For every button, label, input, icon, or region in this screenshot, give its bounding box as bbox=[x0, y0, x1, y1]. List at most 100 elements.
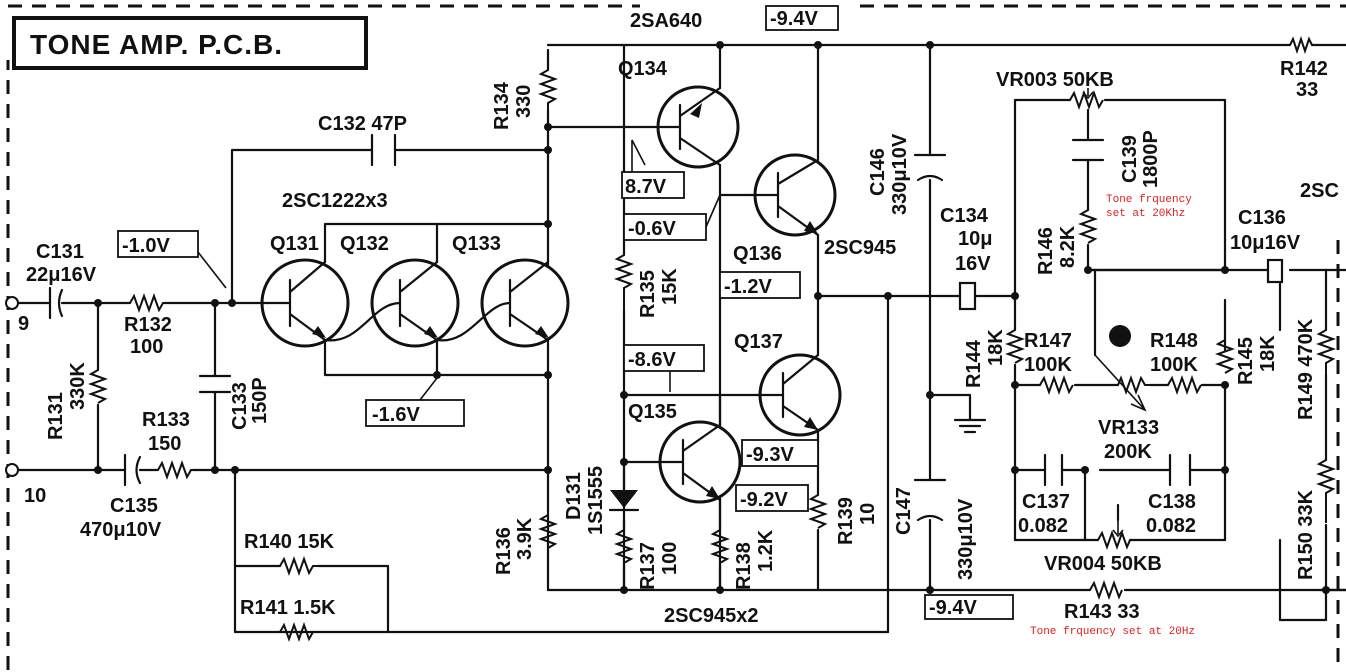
r141-symbol bbox=[279, 622, 318, 642]
r141-label: R141 1.5K bbox=[240, 597, 336, 619]
q135-label: Q135 bbox=[628, 401, 677, 423]
c132-symbol bbox=[370, 133, 397, 167]
vr004-label: VR004 50KB bbox=[1044, 553, 1162, 575]
r148-label: R148 bbox=[1150, 330, 1198, 352]
r146-value: 8.2K bbox=[1057, 225, 1079, 268]
d131-symbol bbox=[608, 468, 640, 512]
r134-symbol bbox=[538, 69, 558, 110]
r134-value: 330 bbox=[513, 85, 535, 118]
r133-symbol bbox=[157, 460, 193, 480]
r148-value: 100K bbox=[1150, 354, 1198, 376]
vr133-label: VR133 bbox=[1098, 417, 1159, 439]
transistor-q136 bbox=[750, 153, 837, 237]
r138-value: 1.2K bbox=[755, 529, 777, 572]
c135-value: 470μ10V bbox=[80, 519, 162, 541]
c133-value: 150P bbox=[249, 377, 271, 424]
r143-symbol bbox=[1089, 580, 1123, 600]
c133-symbol bbox=[198, 374, 232, 394]
r131-label: R131 bbox=[45, 392, 67, 440]
terminal-in-label: 9 bbox=[18, 313, 29, 335]
c137-symbol bbox=[1043, 453, 1064, 487]
c135-label: C135 bbox=[110, 495, 158, 517]
r144-label: R144 bbox=[963, 339, 985, 388]
r145-symbol bbox=[1215, 339, 1235, 374]
r131-symbol bbox=[88, 369, 108, 404]
r150-symbol bbox=[1316, 459, 1336, 523]
wiring bbox=[12, 43, 1346, 634]
r149-label: R149 470K bbox=[1295, 318, 1317, 420]
c147-label: C147 bbox=[893, 487, 915, 535]
r144-value: 18K bbox=[985, 329, 1007, 366]
transistor-q131 bbox=[260, 258, 350, 348]
r132-label: R132 bbox=[124, 314, 172, 336]
c139-label: C139 bbox=[1119, 135, 1141, 183]
voltage-emitters: -1.6V bbox=[372, 404, 420, 426]
r145-label: R145 bbox=[1235, 337, 1257, 385]
r132-symbol bbox=[129, 293, 165, 313]
d131-value: 1S1555 bbox=[585, 466, 607, 535]
terminal-out bbox=[5, 463, 19, 477]
c134-value-cap: 10μ bbox=[958, 228, 992, 250]
vr003-label: VR003 50KB bbox=[996, 69, 1114, 91]
q134-label: Q134 bbox=[618, 58, 668, 80]
r137-label: R137 bbox=[637, 542, 659, 590]
vr133-value: 200K bbox=[1104, 441, 1152, 463]
c131-label: C131 bbox=[36, 241, 84, 263]
vr133-symbol bbox=[1117, 375, 1155, 395]
r131-value: 330K bbox=[67, 362, 89, 410]
r149-symbol bbox=[1316, 329, 1336, 375]
note-tone-20khz-line: Tone frquency bbox=[1106, 194, 1192, 206]
q133-label: Q133 bbox=[452, 233, 501, 255]
c146-symbol bbox=[913, 153, 947, 182]
q136-type: 2SC945 bbox=[824, 237, 896, 259]
r137-symbol bbox=[614, 529, 634, 564]
q131-label: Q131 bbox=[270, 233, 319, 255]
r142-symbol bbox=[1289, 35, 1313, 55]
c139-value: 1800P bbox=[1140, 130, 1162, 188]
transistor-q137 bbox=[758, 353, 842, 437]
c146-label: C146 bbox=[867, 148, 889, 196]
r148-symbol bbox=[1167, 375, 1202, 395]
r139-value: 10 bbox=[857, 503, 879, 525]
c134-label: C134 bbox=[940, 205, 989, 227]
terminal-out-label: 10 bbox=[24, 485, 46, 507]
board-title: TONE AMP. P.C.B. bbox=[30, 29, 283, 60]
r134-label: R134 bbox=[491, 81, 513, 130]
d131-label: D131 bbox=[563, 472, 585, 520]
voltage-q134: 8.7V bbox=[625, 176, 667, 198]
c146-value: 330μ10V bbox=[889, 133, 911, 215]
junction-dots bbox=[94, 41, 1330, 594]
vr003-symbol bbox=[1069, 90, 1104, 110]
transistor-q132 bbox=[323, 258, 460, 348]
terminal-in bbox=[5, 296, 19, 310]
c147-symbol bbox=[913, 478, 947, 522]
r147-symbol bbox=[1039, 375, 1074, 395]
r146-label: R146 bbox=[1035, 227, 1057, 275]
c134-value-volt: 16V bbox=[955, 253, 991, 275]
r135-label: R135 bbox=[637, 270, 659, 318]
vr004-symbol bbox=[1097, 530, 1131, 550]
transistor-q134 bbox=[656, 85, 740, 169]
c139-symbol bbox=[1071, 138, 1105, 162]
c132-label: C132 47P bbox=[318, 113, 407, 135]
r139-label: R139 bbox=[835, 497, 857, 545]
pair-type: 2SC945x2 bbox=[664, 605, 759, 627]
r138-label: R138 bbox=[733, 542, 755, 590]
c133-label: C133 bbox=[229, 382, 251, 430]
r146-symbol bbox=[1078, 209, 1098, 244]
r150-label: R150 33K bbox=[1295, 489, 1317, 580]
r132-value: 100 bbox=[130, 336, 163, 358]
voltage-q135-base: -8.6V bbox=[628, 349, 676, 371]
r142-label: R142 bbox=[1280, 58, 1328, 80]
partial-2sc-label: 2SC bbox=[1300, 180, 1339, 202]
r144-symbol bbox=[1005, 329, 1025, 364]
r142-value: 33 bbox=[1296, 79, 1318, 101]
r136-value: 3.9K bbox=[514, 517, 536, 560]
r145-value: 18K bbox=[1257, 335, 1279, 372]
c136-value: 10μ16V bbox=[1230, 232, 1301, 254]
r147-value: 100K bbox=[1024, 354, 1072, 376]
c147-value: 330μ10V bbox=[955, 498, 977, 580]
c138-symbol bbox=[1168, 453, 1192, 487]
